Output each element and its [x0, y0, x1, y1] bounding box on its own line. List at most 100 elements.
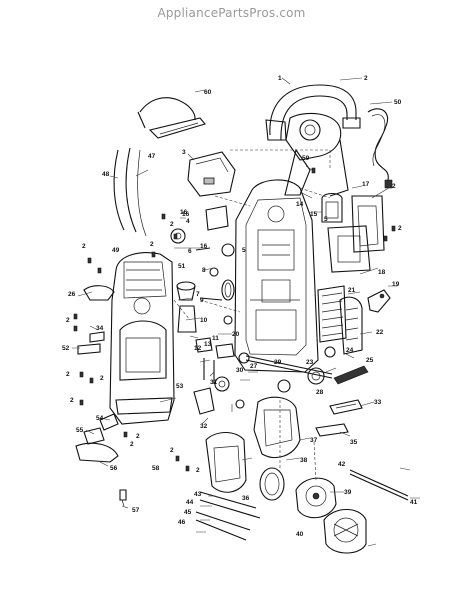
callout-label: 2	[136, 433, 140, 440]
callout-label: 6	[188, 248, 192, 255]
cord-wrap	[113, 147, 147, 237]
callout-label: 9	[200, 297, 204, 304]
callout-label: 27	[250, 363, 258, 370]
callout-label: 25	[366, 357, 374, 364]
callout-label: 32	[200, 423, 208, 430]
callout-label: 2	[150, 241, 154, 248]
callout-label: 44	[186, 499, 194, 506]
callout-label: 5	[242, 247, 246, 254]
small-hardware	[170, 205, 235, 257]
callout-label: 2	[70, 397, 74, 404]
callout-label: 31	[210, 379, 218, 386]
callout-label: 49	[112, 247, 120, 254]
callout-label: 2	[82, 243, 86, 250]
callout-label: 2	[130, 441, 134, 448]
callout-label: 1	[278, 75, 282, 82]
callout-label: 18	[378, 269, 386, 276]
callout-label: 16	[200, 243, 208, 250]
callout-label: 39	[344, 489, 352, 496]
callout-label: 11	[212, 335, 219, 342]
callout-label: 20	[232, 331, 240, 338]
wand-hub	[284, 112, 349, 197]
latch	[367, 289, 391, 313]
base-parts	[75, 413, 119, 463]
callout-label: 36	[242, 495, 250, 502]
callout-label: 53	[176, 383, 184, 390]
site-watermark: AppliancePartsPros.com	[157, 6, 306, 20]
callout-label: 40	[296, 531, 304, 538]
brush-strip	[333, 365, 369, 385]
callout-label: 22	[376, 329, 384, 336]
callout-label: 4	[186, 218, 190, 225]
callout-label: 45	[184, 509, 192, 516]
callout-labels: 1 2 3 4 5 6 7 8 9 10 11 12 13 14 15 16 1…	[62, 75, 418, 538]
motor-assembly	[259, 467, 367, 554]
callout-label: 35	[350, 439, 358, 446]
callout-label: 59	[302, 155, 310, 162]
callout-label: 19	[392, 281, 400, 288]
callout-label: 13	[204, 341, 212, 348]
leader-lines	[72, 77, 420, 547]
callout-label: 3	[182, 149, 186, 156]
cyclone-separator	[176, 281, 197, 333]
callout-label: 12	[194, 345, 202, 352]
callout-label: 2	[392, 183, 396, 190]
callout-label: 16	[182, 211, 190, 218]
callout-label: 15	[310, 211, 318, 218]
callout-label: 50	[394, 99, 402, 106]
callout-label: 43	[194, 491, 202, 498]
carry-handle	[83, 285, 115, 301]
callout-label: 24	[346, 347, 354, 354]
callout-label: 52	[62, 345, 70, 352]
callout-label: 2	[398, 225, 402, 232]
bottom-plate	[315, 399, 363, 437]
callout-label: 2	[100, 375, 104, 382]
nozzle-housing	[205, 396, 301, 493]
power-cord	[367, 108, 393, 189]
callout-label: 23	[306, 359, 314, 366]
callout-label: 46	[178, 519, 186, 526]
callout-label: 41	[410, 499, 418, 506]
callout-label: 2	[170, 447, 174, 454]
hepa-filter	[317, 285, 363, 355]
switch-parts	[195, 337, 235, 384]
callout-label: 38	[300, 457, 308, 464]
callout-label: 29	[274, 359, 282, 366]
callout-label: 26	[68, 291, 76, 298]
belts-and-gears	[199, 267, 235, 325]
callout-label: 17	[362, 181, 370, 188]
callout-label: 54	[96, 415, 104, 422]
callout-label: 48	[102, 171, 110, 178]
clips	[77, 331, 105, 355]
filter-assembly	[321, 192, 385, 273]
callout-label: 28	[316, 389, 324, 396]
callout-label: 2	[66, 317, 70, 324]
dirt-cup-body	[109, 252, 175, 425]
callout-label: 33	[374, 399, 382, 406]
brushroll	[238, 346, 336, 393]
pulley	[193, 376, 245, 415]
assembly-guides	[173, 149, 331, 481]
callout-label: 47	[148, 153, 156, 160]
handle	[265, 84, 361, 141]
screw	[119, 489, 127, 507]
callout-label: 5	[324, 216, 328, 223]
callout-label: 7	[196, 291, 200, 298]
callout-label: 42	[338, 461, 346, 468]
callout-label: 37	[310, 437, 318, 444]
callout-label: 57	[132, 507, 140, 514]
callout-label: 2	[196, 467, 200, 474]
callout-label: 2	[170, 221, 174, 228]
callout-label: 56	[110, 465, 118, 472]
callout-label: 34	[96, 325, 104, 332]
wiring-harness	[137, 97, 206, 139]
callout-label: 10	[200, 317, 208, 324]
callout-label: 2	[364, 75, 368, 82]
callout-label: 60	[204, 89, 212, 96]
screws	[73, 167, 396, 472]
callout-label: 8	[202, 267, 206, 274]
callout-label: 14	[296, 201, 304, 208]
callout-label: 21	[348, 287, 356, 294]
callout-label: 16	[180, 209, 188, 216]
